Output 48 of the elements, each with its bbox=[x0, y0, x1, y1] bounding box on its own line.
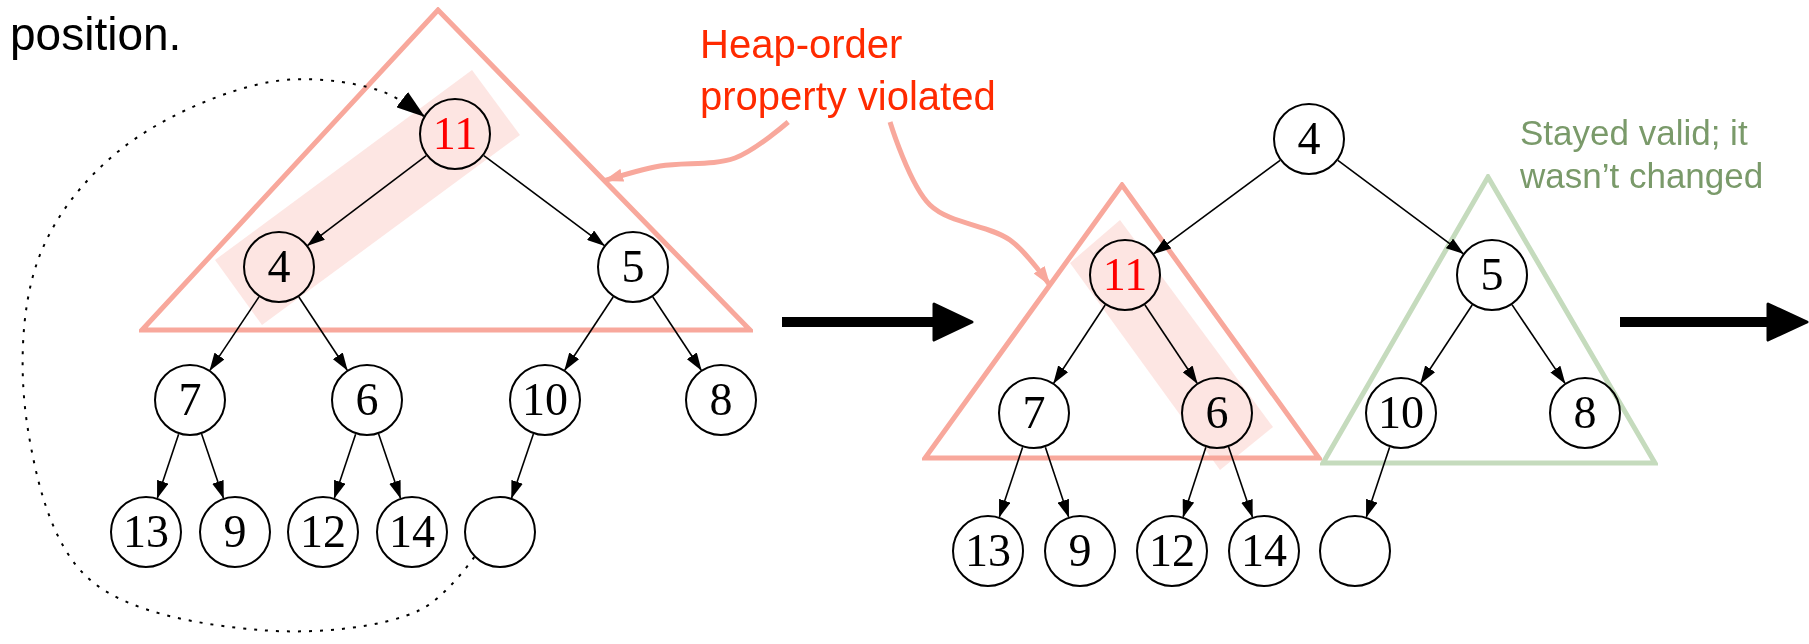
heap-node-circle: 9 bbox=[1044, 515, 1116, 587]
tree-arrow bbox=[333, 433, 357, 499]
empty-node-circle bbox=[464, 496, 536, 568]
heap-node-circle: 13 bbox=[110, 496, 182, 568]
tree-arrow bbox=[1053, 304, 1106, 384]
heap-node-circle: 5 bbox=[1456, 239, 1528, 311]
heap-node-circle: 14 bbox=[1228, 515, 1300, 587]
empty-node-circle bbox=[1319, 515, 1391, 587]
annotation-text: Stayed valid; it wasn’t changed bbox=[1520, 112, 1765, 197]
heap-node-circle: 4 bbox=[1273, 103, 1345, 175]
heap-node-circle: 12 bbox=[287, 496, 359, 568]
curved-arrow bbox=[887, 121, 1052, 287]
tree-arrow bbox=[998, 446, 1024, 518]
curved-arrow bbox=[603, 120, 790, 184]
heap-node-circle: 6 bbox=[331, 364, 403, 436]
heap-node-circle: 9 bbox=[199, 496, 271, 568]
tree-arrow bbox=[1153, 159, 1281, 255]
tree-arrow bbox=[1337, 159, 1464, 255]
tree-arrow bbox=[1420, 304, 1473, 384]
tree-arrow bbox=[156, 433, 180, 499]
tree-arrow bbox=[1144, 304, 1198, 384]
heap-node-circle: 13 bbox=[952, 515, 1024, 587]
tree-arrow bbox=[1044, 446, 1070, 518]
tree-arrow bbox=[1227, 446, 1254, 518]
heap-node-circle: 7 bbox=[998, 377, 1070, 449]
heap-node-circle: 8 bbox=[1549, 377, 1621, 449]
tree-arrow bbox=[510, 433, 535, 499]
heap-node-circle: 8 bbox=[685, 364, 757, 436]
tree-arrow bbox=[200, 433, 225, 499]
tree-arrow bbox=[1511, 304, 1566, 384]
tree-arrow bbox=[564, 296, 614, 371]
tree-arrow bbox=[209, 296, 260, 371]
heap-node-circle: 10 bbox=[1365, 377, 1437, 449]
tree-arrow bbox=[377, 433, 402, 499]
tree-arrow bbox=[652, 296, 702, 371]
heap-node-circle: 12 bbox=[1136, 515, 1208, 587]
caption-text: position. bbox=[10, 7, 183, 62]
tree-arrow bbox=[1365, 446, 1391, 518]
heap-node-circle: 5 bbox=[597, 231, 669, 303]
heap-node-circle: 14 bbox=[376, 496, 448, 568]
callout-text: Heap-order property violated bbox=[700, 18, 1030, 122]
heap-node-circle: 7 bbox=[154, 364, 226, 436]
tree-arrow bbox=[483, 154, 605, 247]
tree-arrow bbox=[1182, 446, 1207, 518]
dotted-arrow bbox=[21, 78, 476, 633]
tree-arrow bbox=[298, 296, 348, 371]
tree-arrow bbox=[306, 154, 428, 247]
heap-node-circle: 10 bbox=[509, 364, 581, 436]
